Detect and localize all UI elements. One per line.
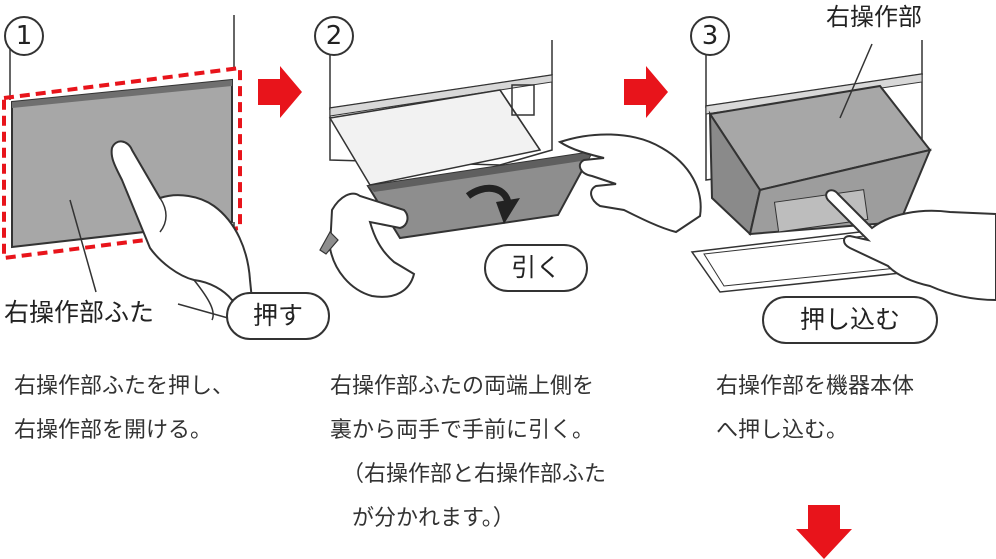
step3-caption-line2: へ押し込む。 [716,418,849,443]
step1-caption-line1: 右操作部ふたを押し、 [14,374,235,399]
step-number-3: 3 [690,16,730,56]
right-hand-icon [557,133,702,234]
callout-operation-unit: 右操作部 [826,3,922,31]
red-down-arrow-icon [796,505,852,559]
action-push: 押す [226,292,330,340]
left-hand-icon [328,192,416,298]
step2-illustration [319,40,702,298]
step3-illustration [690,40,996,302]
step2-caption-line2: 裏から両手で手前に引く。 [330,418,595,443]
step3-caption-line1: 右操作部を機器本体 [716,374,915,399]
step2-caption-line4: が分かれます。） [352,506,515,531]
callout-cover: 右操作部ふた [4,298,155,327]
red-right-arrow-icon [258,66,302,118]
step-number-1: 1 [4,16,44,56]
step1-caption-line2: 右操作部を開ける。 [14,418,213,443]
curved-arrow-icon [496,198,520,224]
highlight-frame [2,65,242,261]
action-push-in: 押し込む [762,296,938,344]
step2-caption-line1: 右操作部ふたの両端上側を [330,374,595,399]
step2-caption-line3: （右操作部と右操作部ふた [342,462,607,487]
red-right-arrow-icon-2 [624,66,668,118]
hand-icon-3 [825,189,996,302]
step-number-2: 2 [314,16,354,56]
step1-illustration [2,15,254,321]
action-pull: 引く [484,244,588,292]
